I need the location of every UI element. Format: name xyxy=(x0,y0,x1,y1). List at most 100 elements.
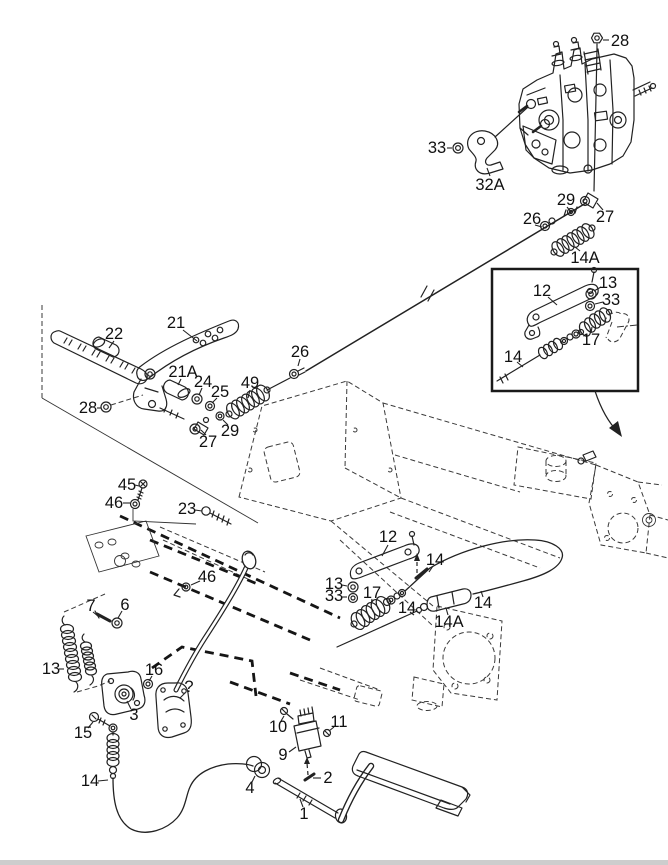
callout-leader-10 xyxy=(280,715,285,722)
callout-leader-26 xyxy=(534,224,543,228)
fitting-29-top xyxy=(563,206,578,217)
callout-leader-4 xyxy=(251,775,256,783)
callout-14-32: 14 xyxy=(81,772,99,790)
callout-33-37: 33 xyxy=(325,587,343,605)
spacer-21A xyxy=(162,379,191,401)
control-lever xyxy=(173,550,257,693)
nut-25 xyxy=(204,400,216,412)
callout-leader-22 xyxy=(108,340,115,349)
callout-2-45: 2 xyxy=(323,769,332,787)
callout-leader-14 xyxy=(516,361,524,368)
callout-leader-27 xyxy=(200,429,207,436)
callout-leader-24 xyxy=(198,387,203,396)
lever-mount-plate xyxy=(155,682,192,739)
spring-49 xyxy=(225,384,271,420)
callout-23-24: 23 xyxy=(178,500,196,518)
callout-leader-29 xyxy=(566,206,572,213)
callout-33-9: 33 xyxy=(602,291,620,309)
callout-11-43: 11 xyxy=(330,713,347,731)
spring-17-main xyxy=(350,595,392,631)
callout-leader-1 xyxy=(299,798,304,808)
callout-leader-11 xyxy=(328,726,335,732)
callout-14-10: 14 xyxy=(504,348,522,366)
callout-14A-40: 14A xyxy=(434,613,463,631)
roller-22 xyxy=(92,336,120,358)
callout-leader-14 xyxy=(409,611,415,616)
bolt-15 xyxy=(88,711,111,727)
callout-25-16: 25 xyxy=(211,383,229,401)
callout-14-35: 14 xyxy=(426,551,444,569)
callout-17-38: 17 xyxy=(363,584,381,602)
frame-washer xyxy=(642,513,656,527)
inset-arrow xyxy=(594,390,622,437)
callout-leader-13 xyxy=(593,286,602,292)
callout-leader-14A xyxy=(574,246,581,252)
bracket-3 xyxy=(101,670,146,716)
callout-24-15: 24 xyxy=(194,373,212,391)
callout-leader-33 xyxy=(594,301,604,305)
callout-14A-6: 14A xyxy=(570,249,599,267)
callout-leader-23 xyxy=(194,509,203,512)
pivot-bolt xyxy=(159,406,185,420)
callout-leader-12 xyxy=(547,296,558,306)
assembly-arrow xyxy=(414,553,420,573)
callout-leader-14A xyxy=(445,607,449,616)
callout-leader-9 xyxy=(288,746,297,753)
callout-leader-49 xyxy=(247,389,251,399)
callout-6-27: 6 xyxy=(120,596,129,614)
callout-28-19: 28 xyxy=(79,399,97,417)
callout-leader-? xyxy=(179,692,186,699)
callout-10-42: 10 xyxy=(269,718,287,736)
bracket-21A xyxy=(132,378,168,412)
spring-14A-top xyxy=(550,223,596,257)
callout-13-28: 13 xyxy=(42,660,60,678)
callout-7-26: 7 xyxy=(86,597,95,615)
fitting-26-left xyxy=(266,367,306,391)
bolt-28-top xyxy=(590,32,604,50)
callout-leader-17 xyxy=(370,598,373,606)
washer-6 xyxy=(111,617,123,629)
callout-leader-17 xyxy=(590,326,593,334)
washer-13-main xyxy=(347,581,359,593)
fitting-29-left xyxy=(215,411,225,421)
callout-22-12: 22 xyxy=(105,325,123,343)
callout-3-30: 3 xyxy=(129,706,138,724)
callout-12-7: 12 xyxy=(533,282,551,300)
nut-46-position-line xyxy=(132,509,197,525)
callout-33-1: 33 xyxy=(428,139,446,157)
inset-detail-box xyxy=(490,266,640,393)
callout-17-11: 17 xyxy=(582,331,600,349)
bellcrank-12 xyxy=(349,530,420,580)
callout-?-33: ? xyxy=(184,678,193,696)
callout-45-22: 45 xyxy=(118,476,136,494)
pin-2 xyxy=(303,757,316,782)
callout-leader-3 xyxy=(126,700,132,710)
nut-28-left xyxy=(100,394,144,413)
callout-leader-26 xyxy=(297,358,301,367)
callout-15-31: 15 xyxy=(74,724,92,742)
callout-leader-27 xyxy=(596,202,604,211)
callout-46-25: 46 xyxy=(198,568,216,586)
frame-plate xyxy=(85,520,160,573)
nut-33-main xyxy=(347,592,359,604)
callout-32A-2: 32A xyxy=(475,176,504,194)
cable-14-loop xyxy=(404,539,564,595)
frame-mount-nib xyxy=(577,450,597,465)
callout-9-44: 9 xyxy=(278,746,287,764)
nut-16 xyxy=(142,678,154,690)
callout-leader-32A xyxy=(486,167,491,177)
screw-11 xyxy=(322,728,332,738)
panel-edge-line xyxy=(41,397,259,524)
callout-21A-14: 21A xyxy=(168,363,197,381)
callout-leader-14 xyxy=(428,565,434,573)
callout-leader-46 xyxy=(190,580,201,586)
screw-45 xyxy=(136,479,148,501)
callout-29-3: 29 xyxy=(557,191,575,209)
callout-26-18: 26 xyxy=(291,343,309,361)
callout-leader-15 xyxy=(87,721,94,729)
nut-46-lower xyxy=(173,582,191,598)
nut-33-top xyxy=(452,142,464,154)
